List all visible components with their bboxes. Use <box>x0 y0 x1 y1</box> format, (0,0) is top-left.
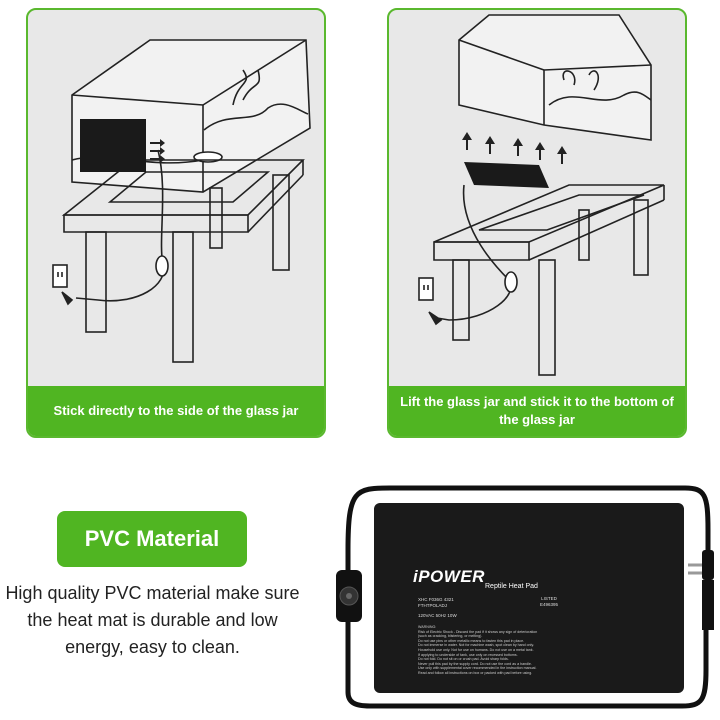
model-code: FTHTPOLADJ <box>418 603 448 608</box>
warning-line: Read and follow all instructions on box … <box>418 670 533 675</box>
side-mount-caption: Stick directly to the side of the glass … <box>28 386 324 436</box>
warning-line: Household use only. Not for use on human… <box>418 647 534 652</box>
warning-line: Risk of Electric Shock - Discard the pad… <box>418 629 538 634</box>
side-mount-illustration <box>52 39 311 363</box>
brand-logo: iPOWER <box>413 567 485 586</box>
power-rating: 120VAC 50Hz 10W <box>418 613 457 618</box>
warning-line: Never pull this pad by the supply cord. … <box>418 661 532 666</box>
ul-listed: LISTED <box>541 596 557 601</box>
warning-line: Do not fold. Do not sit on or crush pad.… <box>418 657 509 662</box>
pvc-material-description: High quality PVC material make sure the … <box>5 583 300 657</box>
heat-pad <box>374 503 684 693</box>
warning-line: WARNING: <box>418 625 437 629</box>
bottom-mount-panel: Lift the glass jar and stick it to the b… <box>387 8 687 438</box>
heat-pad-product-image <box>336 485 714 709</box>
warning-line: (such as cracking, blistering, or meltin… <box>418 634 483 639</box>
product-name: Reptile Heat Pad <box>485 583 538 590</box>
warning-text: WARNING: Risk of Electric Shock - Discar… <box>418 625 558 676</box>
bottom-mount-illustration <box>418 14 665 376</box>
ul-mark: LISTED E496395 <box>540 596 558 608</box>
side-mount-panel: Stick directly to the side of the glass … <box>26 8 326 438</box>
warning-line: If applying to underside of tank, use on… <box>418 652 518 657</box>
model-number: XHC F036G 4321 <box>418 597 454 602</box>
warning-line: Do not use pins or other metallic means … <box>418 638 525 643</box>
ul-code: E496395 <box>540 602 559 607</box>
power-plug <box>702 550 714 580</box>
warning-line: Use only with supplemental cover recomme… <box>418 666 537 671</box>
model-info: XHC F036G 4321 FTHTPOLADJ <box>418 597 454 609</box>
bottom-mount-caption: Lift the glass jar and stick it to the b… <box>389 386 685 436</box>
pvc-material-badge: PVC Material <box>57 511 247 567</box>
warning-line: Do not immerse in water. Not for machine… <box>418 643 534 648</box>
